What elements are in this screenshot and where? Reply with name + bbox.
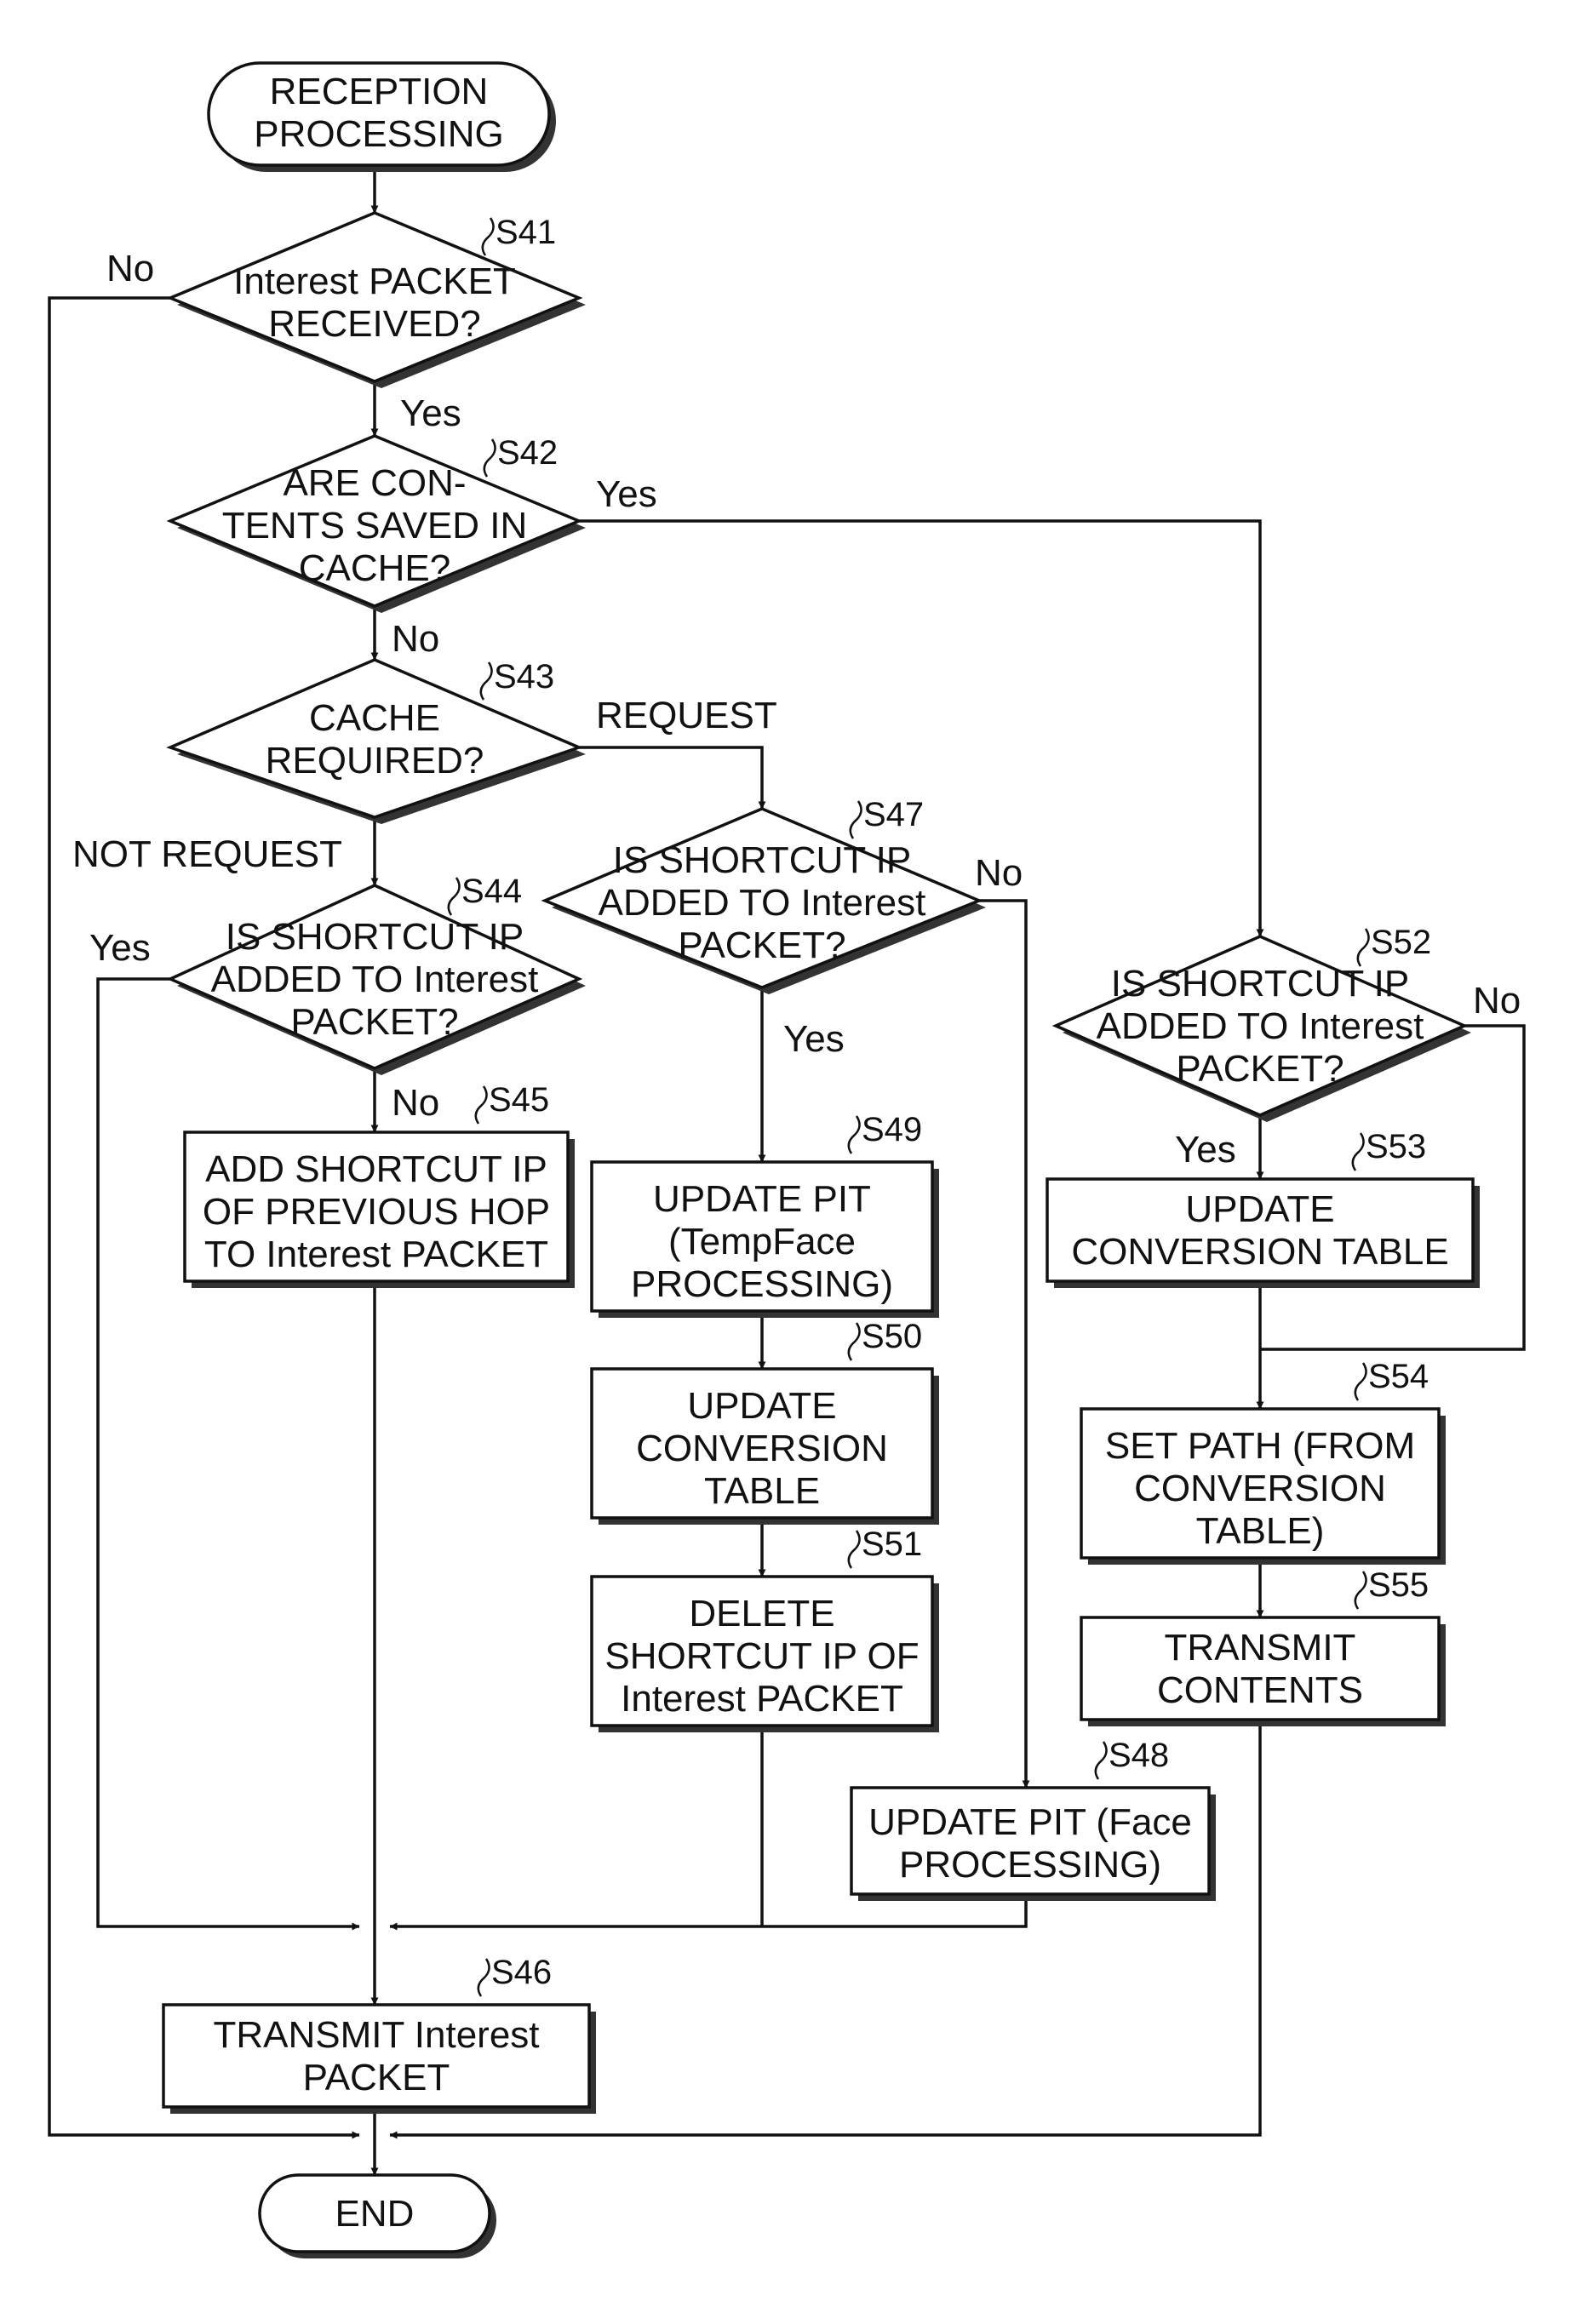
s42-label-line1: ARE CON-	[283, 462, 466, 504]
s43-step-id: S43	[494, 658, 554, 695]
s52-label-line1: IS SHORTCUT IP	[1111, 963, 1409, 1005]
s54-label-line2: CONVERSION	[1134, 1468, 1386, 1509]
process-s48: UPDATE PIT (Face PROCESSING) S48	[851, 1737, 1216, 1901]
s43-request-label: REQUEST	[596, 695, 777, 736]
s47-label-line2: ADDED TO Interest	[599, 882, 926, 924]
s49-label-line3: PROCESSING)	[631, 1263, 893, 1305]
s54-label-line1: SET PATH (FROM	[1105, 1425, 1415, 1467]
edge-s47-no-s48	[979, 901, 1026, 1788]
end-label: END	[335, 2193, 415, 2235]
s42-step-id: S42	[497, 434, 558, 472]
s52-label-line2: ADDED TO Interest	[1097, 1005, 1424, 1047]
s44-label-line2: ADDED TO Interest	[211, 959, 539, 1000]
s49-label-line1: UPDATE PIT	[653, 1178, 871, 1220]
s44-yes-label: Yes	[89, 927, 151, 969]
s49-label-line2: (TempFace	[668, 1221, 856, 1262]
s46-label-line1: TRANSMIT Interest	[213, 2014, 539, 2056]
s51-label-line2: SHORTCUT IP OF	[604, 1635, 919, 1677]
s42-label-line3: CACHE?	[299, 547, 451, 589]
s43-label-line1: CACHE	[309, 697, 440, 739]
s51-step-id: S51	[862, 1525, 922, 1563]
s50-label-line2: CONVERSION	[636, 1428, 888, 1469]
s55-label-line2: CONTENTS	[1157, 1669, 1363, 1711]
s52-no-label: No	[1473, 980, 1521, 1022]
s55-label-line1: TRANSMIT	[1165, 1627, 1356, 1669]
process-s46: TRANSMIT Interest PACKET S46	[163, 1954, 596, 2114]
s47-no-label: No	[975, 852, 1023, 894]
s47-label-line1: IS SHORTCUT IP	[613, 839, 911, 881]
decision-s43: CACHE REQUIRED? S43	[170, 658, 586, 824]
process-s45: ADD SHORTCUT IP OF PREVIOUS HOP TO Inter…	[185, 1081, 575, 1288]
s51-label-line1: DELETE	[689, 1593, 834, 1634]
s46-label-line2: PACKET	[303, 2057, 450, 2098]
edge-s44-yes-merge	[98, 979, 359, 1926]
s52-step-id: S52	[1371, 924, 1431, 961]
s48-label-line1: UPDATE PIT (Face	[868, 1801, 1192, 1843]
s44-label-line3: PACKET?	[290, 1001, 458, 1043]
s43-label-line2: REQUIRED?	[266, 740, 484, 781]
s45-label-line2: OF PREVIOUS HOP	[203, 1191, 550, 1233]
start-terminal: RECEPTION PROCESSING	[209, 63, 556, 172]
s45-label-line1: ADD SHORTCUT IP	[205, 1148, 547, 1190]
s48-label-line2: PROCESSING)	[899, 1844, 1161, 1886]
start-label-line2: PROCESSING	[254, 113, 503, 155]
s52-label-line3: PACKET?	[1176, 1048, 1344, 1090]
s44-label-line1: IS SHORTCUT IP	[226, 916, 524, 958]
s52-yes-label: Yes	[1175, 1129, 1236, 1171]
decision-s44: IS SHORTCUT IP ADDED TO Interest PACKET?…	[170, 873, 586, 1075]
s41-label-line1: Interest PACKET	[233, 260, 516, 302]
process-s51: DELETE SHORTCUT IP OF Interest PACKET S5…	[592, 1525, 939, 1732]
s54-label-line3: TABLE)	[1196, 1510, 1325, 1552]
s53-label-line1: UPDATE	[1185, 1188, 1334, 1230]
decision-s47: IS SHORTCUT IP ADDED TO Interest PACKET?…	[545, 796, 986, 994]
s41-step-id: S41	[496, 214, 556, 251]
s47-yes-label: Yes	[783, 1018, 845, 1060]
s53-label-line2: CONVERSION TABLE	[1071, 1231, 1448, 1273]
s41-label-line2: RECEIVED?	[268, 303, 480, 345]
s48-step-id: S48	[1109, 1737, 1169, 1774]
s41-no-label: No	[106, 248, 154, 289]
s42-yes-label: Yes	[596, 473, 657, 515]
s50-label-line3: TABLE	[704, 1470, 820, 1512]
s55-step-id: S55	[1368, 1566, 1429, 1604]
s50-step-id: S50	[862, 1318, 922, 1355]
edge-s43-request-s47	[579, 747, 762, 809]
s42-label-line2: TENTS SAVED IN	[222, 505, 528, 547]
end-terminal: END	[260, 2175, 496, 2258]
decision-s52: IS SHORTCUT IP ADDED TO Interest PACKET?…	[1056, 924, 1471, 1122]
s44-no-label: No	[392, 1082, 439, 1124]
process-s49: UPDATE PIT (TempFace PROCESSING) S49	[592, 1111, 939, 1318]
s41-yes-label: Yes	[400, 392, 461, 434]
process-s50: UPDATE CONVERSION TABLE S50	[592, 1318, 939, 1525]
s43-not-request-label: NOT REQUEST	[72, 833, 342, 875]
process-s55: TRANSMIT CONTENTS S55	[1081, 1566, 1446, 1726]
s51-label-line3: Interest PACKET	[621, 1678, 903, 1720]
decision-s42: ARE CON- TENTS SAVED IN CACHE? S42	[170, 434, 586, 613]
s46-step-id: S46	[491, 1954, 552, 1991]
s45-step-id: S45	[489, 1081, 549, 1119]
s53-step-id: S53	[1366, 1128, 1426, 1165]
s50-label-line1: UPDATE	[687, 1385, 836, 1427]
s49-step-id: S49	[862, 1111, 922, 1148]
process-s53: UPDATE CONVERSION TABLE S53	[1047, 1128, 1480, 1288]
s44-step-id: S44	[461, 873, 522, 910]
s47-label-line3: PACKET?	[678, 924, 845, 966]
start-label-line1: RECEPTION	[270, 71, 489, 112]
process-s54: SET PATH (FROM CONVERSION TABLE) S54	[1081, 1358, 1446, 1565]
s54-step-id: S54	[1368, 1358, 1429, 1395]
s45-label-line3: TO Interest PACKET	[204, 1234, 548, 1275]
s42-no-label: No	[392, 618, 439, 660]
decision-s41: Interest PACKET RECEIVED? S41	[170, 213, 586, 388]
s47-step-id: S47	[863, 796, 924, 833]
